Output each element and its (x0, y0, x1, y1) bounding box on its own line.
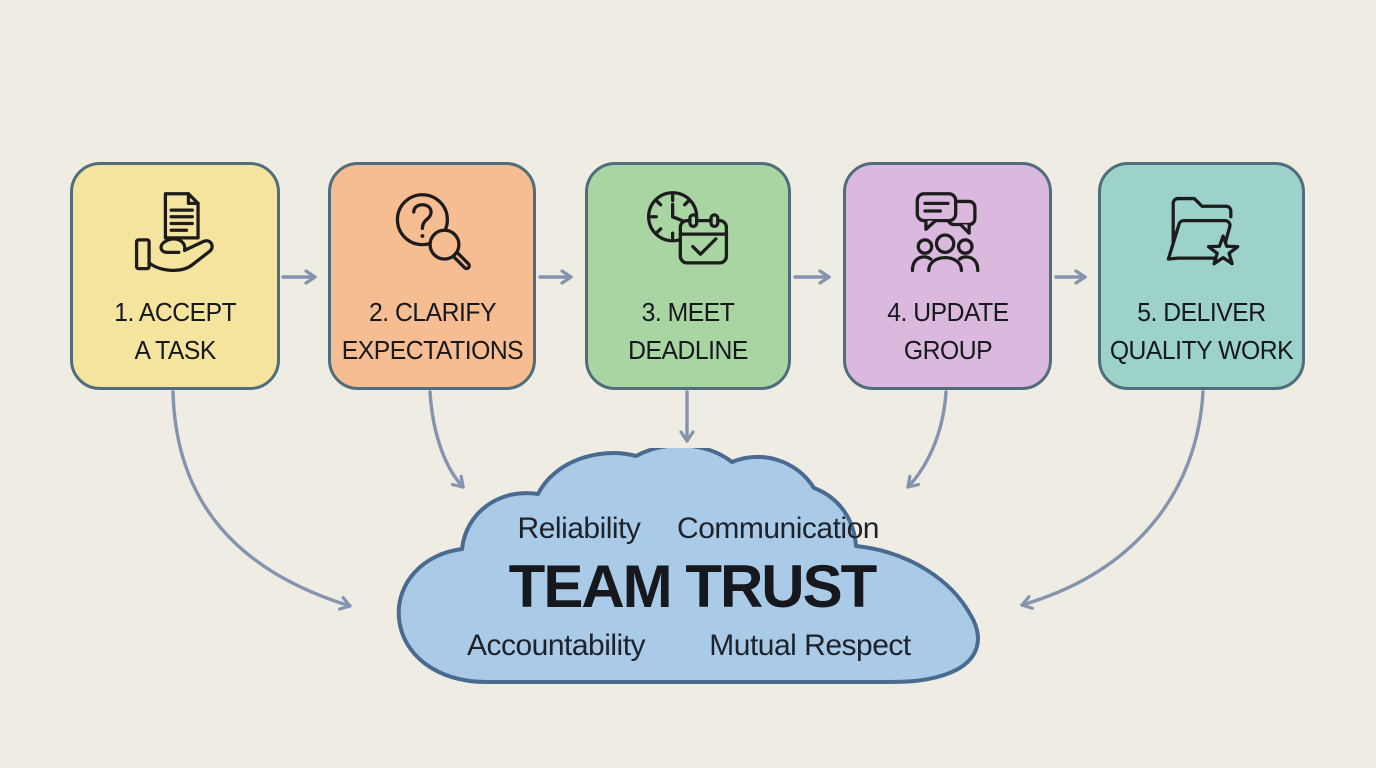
hand-document-icon (127, 179, 223, 293)
step-label-line1: 5. DELIVER (1137, 297, 1266, 328)
team-trust-cloud: Reliability Communication TEAM TRUST Acc… (386, 448, 998, 690)
step-box-deliver-quality-work: 5. DELIVER QUALITY WORK (1098, 162, 1305, 390)
step-box-clarify-expectations: 2. CLARIFY EXPECTATIONS (328, 162, 536, 390)
arrow-step4-to-cloud (906, 390, 948, 489)
step-label: 2. CLARIFY EXPECTATIONS (341, 293, 523, 387)
cloud-value-reliability: Reliability (517, 512, 641, 545)
question-magnifier-icon (384, 179, 480, 293)
cloud-value-communication: Communication (677, 512, 879, 545)
chat-group-icon (900, 179, 996, 293)
clock-calendar-icon (640, 179, 736, 293)
step-box-accept-task: 1. ACCEPT A TASK (70, 162, 280, 390)
step-label-line1: 1. ACCEPT (113, 297, 237, 328)
step-box-update-group: 4. UPDATE GROUP (843, 162, 1052, 390)
step-box-meet-deadline: 3. MEET DEADLINE (585, 162, 791, 390)
step-label-line2: QUALITY WORK (1109, 335, 1294, 365)
step-label-line2: EXPECTATIONS (341, 335, 523, 365)
step-label-line2: A TASK (134, 335, 216, 365)
cloud-shape (396, 448, 980, 685)
folder-star-icon (1154, 179, 1250, 293)
step-label-line1: 4. UPDATE (886, 297, 1009, 328)
cloud-value-mutual-respect: Mutual Respect (709, 629, 911, 662)
cloud-title: TEAM TRUST (508, 553, 878, 620)
step-label: 4. UPDATE GROUP (887, 293, 1009, 387)
step-label-line2: GROUP (903, 335, 992, 365)
step-label: 1. ACCEPT A TASK (114, 293, 236, 387)
arrow-step1-to-cloud (171, 390, 352, 611)
step-label: 5. DELIVER QUALITY WORK (1109, 293, 1294, 387)
step-label-line1: 2. CLARIFY (368, 297, 496, 328)
step-label-line1: 3. MEET (641, 297, 735, 328)
step-label: 3. MEET DEADLINE (628, 293, 748, 387)
step-label-line2: DEADLINE (628, 335, 748, 365)
arrow-step2-to-cloud (428, 390, 465, 489)
arrow-step5-to-cloud (1020, 390, 1205, 610)
cloud-value-accountability: Accountability (466, 629, 646, 662)
